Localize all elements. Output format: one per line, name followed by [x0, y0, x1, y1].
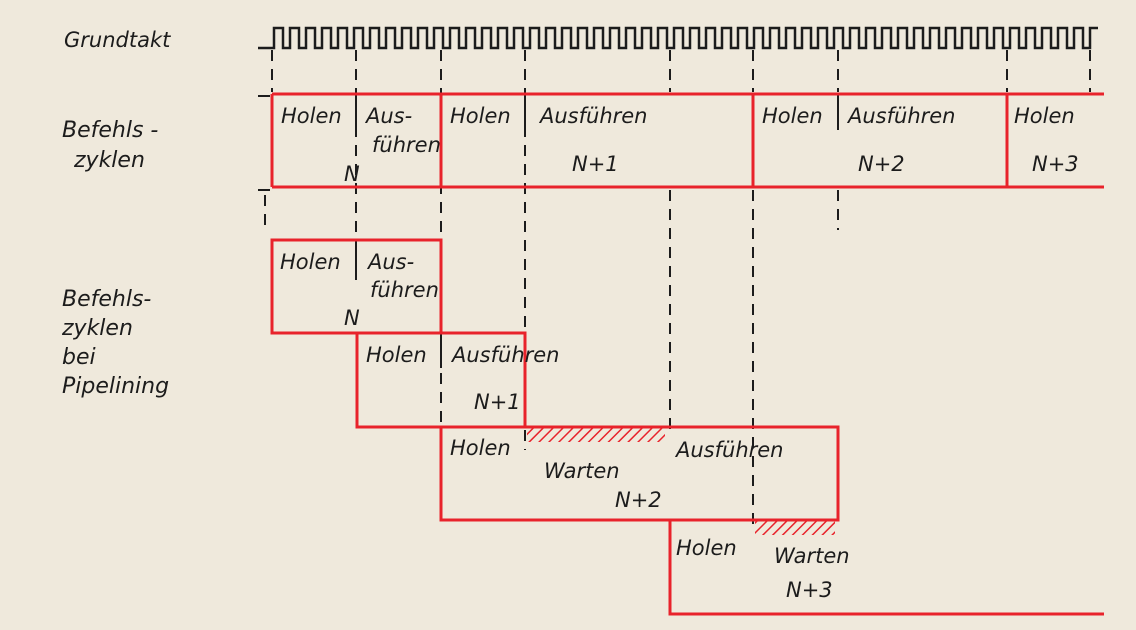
pipe-n2-number: N+2	[615, 488, 662, 512]
pipe-n-exec-line2: führen	[370, 278, 439, 302]
seq-n1-number: N+1	[572, 152, 619, 176]
pipe-n1-exec: Ausführen	[452, 343, 560, 367]
pipe-n2-exec: Ausführen	[676, 438, 784, 462]
pipelining-label-line4: Pipelining	[62, 374, 170, 399]
seq-n-exec-line1: Aus-	[366, 104, 413, 128]
clock-label: Grundtakt	[64, 28, 171, 52]
cycles-label-line2: zyklen	[74, 148, 145, 173]
seq-n3-number: N+3	[1032, 152, 1079, 176]
seq-n2-exec: Ausführen	[848, 104, 956, 128]
pipe-n1-fetch: Holen	[366, 343, 427, 367]
cycles-label-line1: Befehls -	[62, 118, 159, 143]
pipelining-label-line3: bei	[62, 345, 96, 370]
pipe-n3-wait: Warten	[774, 544, 850, 568]
pipe-n2-wait: Warten	[544, 459, 620, 483]
pipe-n2-fetch: Holen	[450, 436, 511, 460]
seq-n1-exec: Ausführen	[540, 104, 648, 128]
seq-n3-fetch: Holen	[1014, 104, 1075, 128]
seq-n2-fetch: Holen	[762, 104, 823, 128]
pipe-n1-number: N+1	[474, 390, 521, 414]
sequential-cycles	[270, 92, 1104, 189]
seq-n-number: N	[344, 162, 360, 186]
pipe-n-exec-line1: Aus-	[368, 250, 415, 274]
pipe-n-fetch: Holen	[280, 250, 341, 274]
wait-hatch-n3	[755, 521, 835, 535]
seq-n-exec-line2: führen	[372, 133, 441, 157]
seq-n-fetch: Holen	[281, 104, 342, 128]
pipeline-cycles	[270, 238, 1104, 616]
clock-signal	[258, 26, 1098, 50]
seq-n1-fetch: Holen	[450, 104, 511, 128]
pipe-n-number: N	[344, 306, 360, 330]
pipe-n3-number: N+3	[786, 578, 833, 602]
wait-hatch-n2	[527, 428, 665, 442]
pipelining-label-line2: zyklen	[62, 316, 133, 341]
pipe-n3-fetch: Holen	[676, 536, 737, 560]
pipelining-label-line1: Befehls-	[62, 287, 152, 312]
seq-n2-number: N+2	[858, 152, 905, 176]
phase-separators	[258, 94, 839, 368]
